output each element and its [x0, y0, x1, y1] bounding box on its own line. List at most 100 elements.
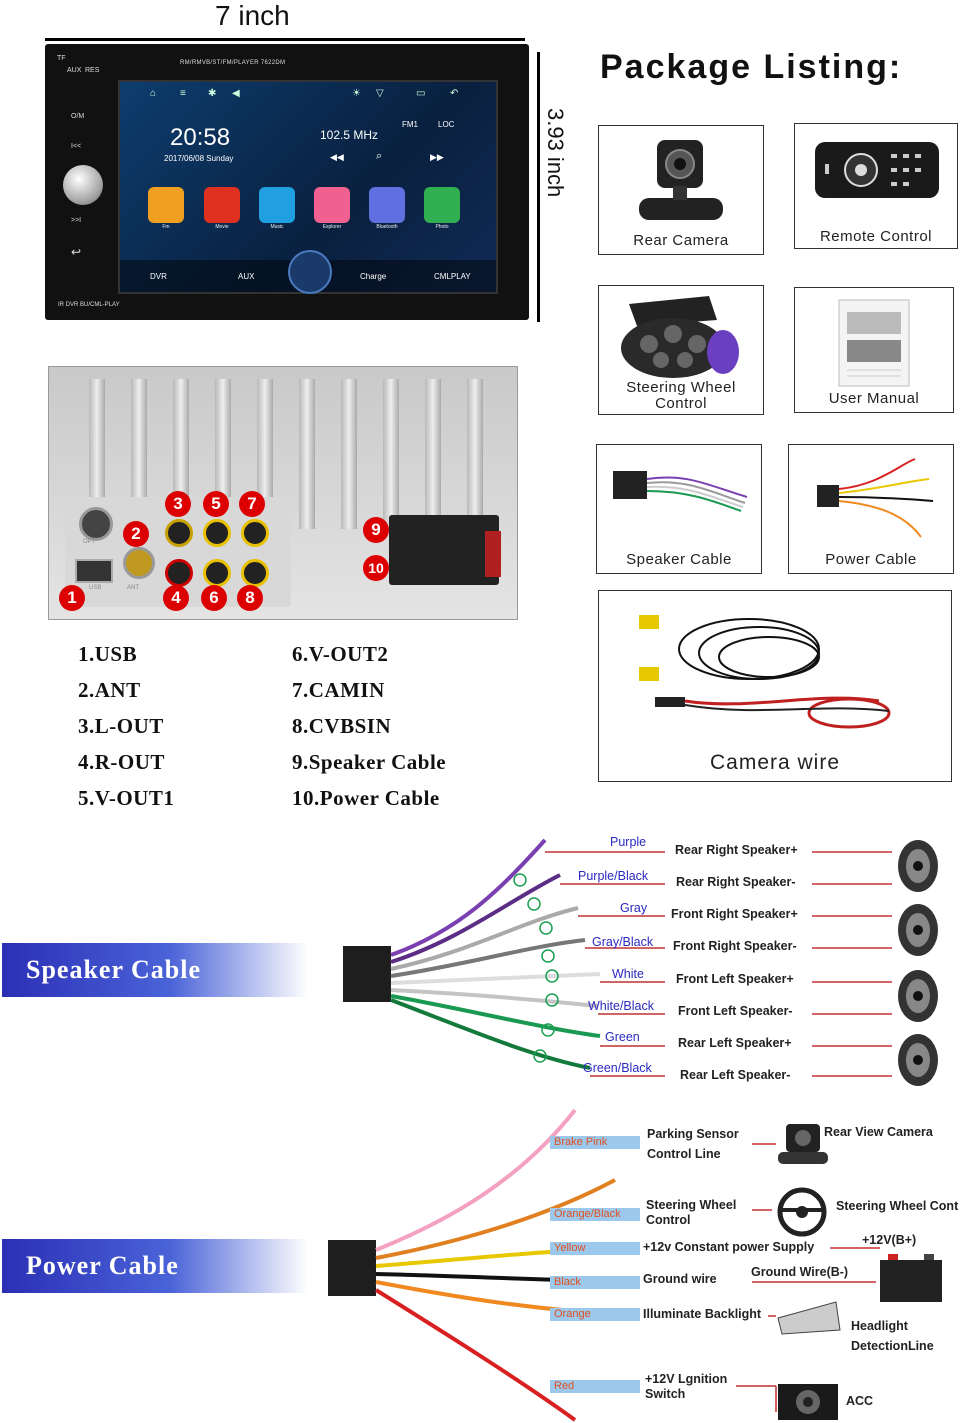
legend-item: 6.V-OUT2 [292, 642, 389, 666]
volume-knob[interactable] [63, 165, 103, 205]
brightness-icon[interactable]: ☀ [352, 88, 361, 99]
power-function-label: Steering Wheel Control [646, 1198, 737, 1227]
usb-port [75, 559, 113, 583]
wire-color-label: Gray [620, 901, 648, 915]
package-label: Speaker Cable [626, 551, 732, 568]
camera-wire-icon [639, 615, 891, 729]
rca-v-out1 [203, 519, 231, 547]
dock-charge[interactable]: Charge [360, 272, 387, 281]
badge-7: 7 [239, 491, 265, 517]
user-manual-icon [838, 299, 910, 387]
legend-item: 3.L-OUT [78, 714, 164, 738]
prev-button-label[interactable]: I<< [71, 143, 82, 150]
rca-l-out [165, 519, 193, 547]
app-movie-icon[interactable] [204, 187, 240, 223]
cooling-fin [299, 379, 315, 529]
package-label: Remote Control [819, 228, 933, 245]
app-music-icon[interactable] [259, 187, 295, 223]
clock-time: 20:58 [170, 124, 231, 151]
dock-dvr[interactable]: DVR [150, 272, 167, 281]
dock-aux[interactable]: AUX [238, 272, 255, 281]
battery-icon [880, 1254, 942, 1302]
wire-rings [513, 873, 559, 1063]
power-target-label: +12V(B+) [862, 1233, 917, 1247]
antenna-port [123, 547, 155, 579]
package-item-remote: Remote Control [794, 123, 958, 249]
badge-10: 10 [363, 555, 389, 581]
iso-connector [389, 515, 499, 585]
opt-mark: OPT [83, 539, 96, 545]
wire-color-label: Green [605, 1030, 640, 1044]
next-button-label[interactable]: >>I [71, 217, 82, 224]
speaker-function-label: Rear Right Speaker- [676, 875, 796, 889]
package-label: Power Cable [825, 551, 917, 568]
cooling-fin [383, 379, 399, 529]
back-icon[interactable]: ↩ [71, 245, 82, 259]
cooling-fin [257, 379, 273, 529]
app-fm-icon[interactable] [148, 187, 184, 223]
speaker-plug [343, 946, 391, 1002]
om-button-label[interactable]: O/M [71, 113, 85, 120]
package-item-power-cable: Power Cable [788, 444, 954, 574]
app-explorer-icon[interactable] [314, 187, 350, 223]
unit-side-controls: TF AUX RES O/M I<< >>I ↩ [55, 55, 105, 305]
power-function-label: +12v Constant power Supply [643, 1240, 815, 1254]
badge-6: 6 [201, 585, 227, 611]
app-bluetooth-icon[interactable] [369, 187, 405, 223]
home-icon[interactable]: ⌂ [150, 88, 157, 99]
package-label: User Manual [828, 390, 920, 407]
radio-loc: LOC [438, 120, 455, 129]
power-wire-color-label: Brake Pink [550, 1136, 640, 1149]
speaker-cable-banner: Speaker Cable [2, 943, 308, 997]
wire-color-label: Purple [610, 835, 647, 849]
power-arrows [736, 1143, 880, 1412]
search-icon[interactable]: ⌕ [376, 150, 383, 162]
return-icon[interactable]: ↶ [450, 88, 459, 99]
ant-mark: ANT [127, 585, 139, 591]
legend-item: 2.ANT [78, 678, 141, 702]
tf-label: TF [57, 55, 66, 62]
power-target-label: ACC [846, 1394, 874, 1408]
height-dimension-line [537, 52, 540, 322]
height-dimension: 3.93 inch [543, 108, 568, 198]
seek-back-icon[interactable]: ◀◀ [330, 152, 344, 162]
volume-icon[interactable]: ◀ [232, 88, 240, 99]
badge-4: 4 [163, 585, 189, 611]
apps-grid-icon[interactable] [288, 250, 332, 294]
wifi-icon: ▽ [376, 88, 384, 99]
dock-cmlplay[interactable]: CMLPLAY [434, 272, 471, 281]
clock-date: 2017/06/08 Sunday [164, 154, 234, 163]
remote-control-icon [815, 142, 939, 198]
power-wire-color-label: Orange/Black [550, 1208, 640, 1221]
package-label: Camera wire [709, 751, 841, 774]
radio-frequency: 102.5 MHz [320, 128, 379, 142]
speaker-arrows [812, 851, 892, 1077]
power-target-label: Ground Wire(B-) [751, 1265, 849, 1279]
badge-8: 8 [237, 585, 263, 611]
power-wire-color-label: Orange [550, 1308, 640, 1321]
package-item-rear-camera: Rear Camera [598, 125, 764, 255]
ignition-icon [778, 1384, 838, 1420]
legend-item: 4.R-OUT [78, 750, 165, 774]
speaker-underlines [545, 851, 665, 1077]
app-explorer-label: Explorer [322, 224, 342, 230]
app-photo-icon[interactable] [424, 187, 460, 223]
badge-9: 9 [363, 517, 389, 543]
power-function-label: +12V Lgnition Switch [645, 1372, 728, 1401]
window-icon[interactable]: ▭ [416, 88, 426, 99]
bluetooth-icon: ✱ [208, 88, 217, 99]
legend-item: 8.CVBSIN [292, 714, 392, 738]
legend-item: 10.Power Cable [292, 786, 440, 810]
rear-view-camera-icon [778, 1124, 828, 1164]
package-title: Package Listing: [600, 48, 903, 86]
power-wire-color-label: Red [550, 1380, 640, 1393]
package-label: Rear Camera [633, 232, 729, 249]
power-target-label: Steering Wheel Cont [836, 1199, 959, 1213]
menu-icon[interactable]: ≡ [180, 88, 186, 99]
res-label: RES [85, 67, 100, 74]
speaker-function-label: Front Right Speaker+ [671, 907, 798, 921]
usb-mark: USB [89, 585, 102, 591]
steering-wheel-control-icon [621, 296, 739, 378]
seek-forward-icon[interactable]: ▶▶ [430, 152, 444, 162]
